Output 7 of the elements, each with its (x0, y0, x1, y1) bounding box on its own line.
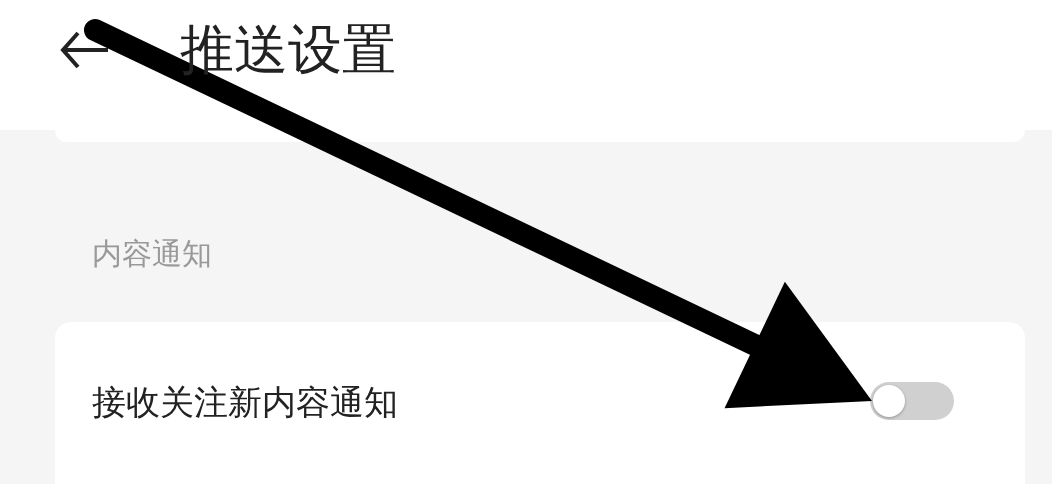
toggle-switch (870, 382, 954, 420)
section-heading: 内容通知 (92, 235, 212, 273)
settings-card (55, 322, 1025, 484)
setting-label: 接收关注新内容通知 (92, 381, 398, 424)
page-title: 推送设置 (180, 17, 396, 83)
arrow (84, 19, 872, 409)
settings-card (55, 130, 1025, 142)
